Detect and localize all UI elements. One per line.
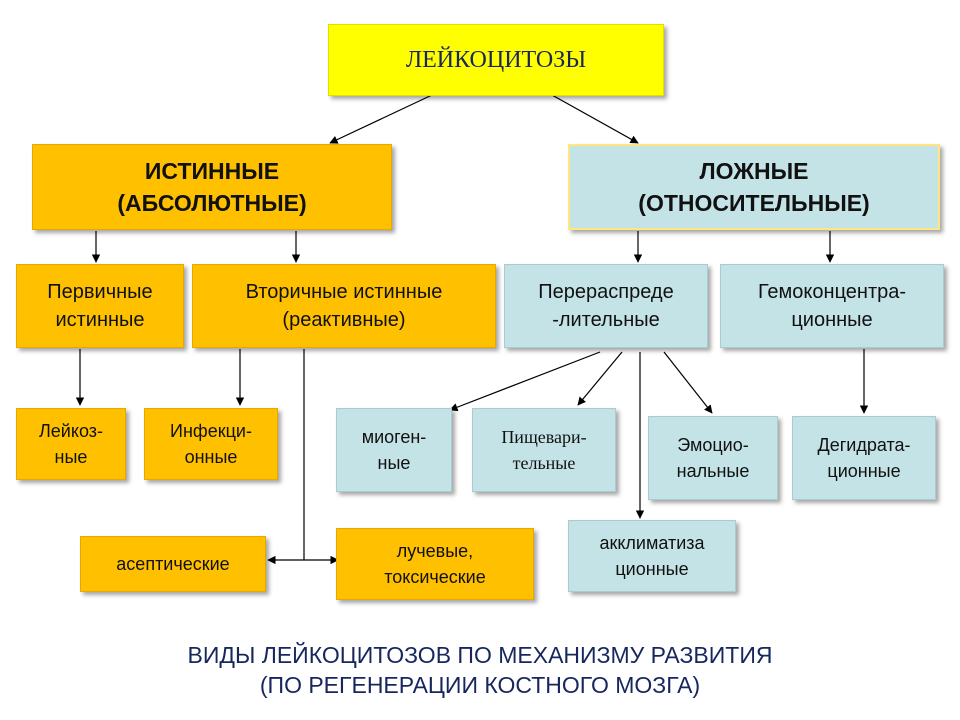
radiation-toxic-label: лучевые, токсические (384, 541, 486, 587)
arrow-redistribution-to-myogenic (449, 351, 601, 412)
emotional-node: Эмоцио- нальные (648, 416, 778, 500)
infectious-label: Инфекци- онные (170, 421, 252, 467)
leukemic-label: Лейкоз- ные (38, 421, 103, 467)
true-branch-label: ИСТИННЫЕ (АБСОЛЮТНЫЕ) (117, 158, 307, 216)
dehydration-node: Дегидрата- ционные (792, 416, 936, 500)
radiation-toxic-node: лучевые, токсические (336, 528, 534, 600)
emotional-label: Эмоцио- нальные (676, 435, 750, 481)
false-branch-label: ЛОЖНЫЕ (ОТНОСИТЕЛЬНЫЕ) (638, 158, 870, 216)
acclimatization-node: акклиматиза ционные (568, 520, 736, 592)
myogenic-node: миоген- ные (336, 408, 452, 492)
secondary-true-label: Вторичные истинные (реактивные) (245, 281, 443, 331)
true-branch-node: ИСТИННЫЕ (АБСОЛЮТНЫЕ) (32, 144, 392, 230)
root-label: ЛЕЙКОЦИТОЗЫ (405, 46, 587, 73)
aseptic-label: асептические (116, 553, 230, 574)
leukemic-node: Лейкоз- ные (16, 408, 126, 480)
infectious-node: Инфекци- онные (144, 408, 278, 480)
caption-line-2: (ПО РЕГЕНЕРАЦИИ КОСТНОГО МОЗГА) (259, 672, 701, 698)
arrow-root-to-false (551, 94, 639, 144)
secondary-true-node: Вторичные истинные (реактивные) (192, 264, 496, 348)
hemoconcentration-node: Гемоконцентра- ционные (720, 264, 944, 348)
primary-true-node: Первичные истинные (16, 264, 184, 348)
digestive-label: Пищевари- тельные (501, 427, 587, 473)
caption-line-1: ВИДЫ ЛЕЙКОЦИТОЗОВ ПО МЕХАНИЗМУ РАЗВИТИЯ (187, 642, 773, 668)
digestive-node: Пищевари- тельные (472, 408, 616, 492)
arrow-redistribution-to-emotional (663, 351, 713, 414)
acclimatization-label: акклиматиза ционные (599, 533, 705, 579)
arrow-root-to-true (329, 94, 433, 144)
hemoconcentration-label: Гемоконцентра- ционные (757, 281, 907, 331)
root-node: ЛЕЙКОЦИТОЗЫ (328, 24, 664, 96)
dehydration-label: Дегидрата- ционные (817, 435, 911, 481)
redistribution-label: Перераспреде -лительные (538, 281, 674, 331)
myogenic-label: миоген- ные (361, 427, 427, 473)
redistribution-node: Перераспреде -лительные (504, 264, 708, 348)
aseptic-node: асептические (80, 536, 266, 592)
false-branch-node: ЛОЖНЫЕ (ОТНОСИТЕЛЬНЫЕ) (568, 144, 940, 230)
arrow-redistribution-to-digestive (577, 351, 623, 406)
primary-true-label: Первичные истинные (47, 281, 153, 331)
